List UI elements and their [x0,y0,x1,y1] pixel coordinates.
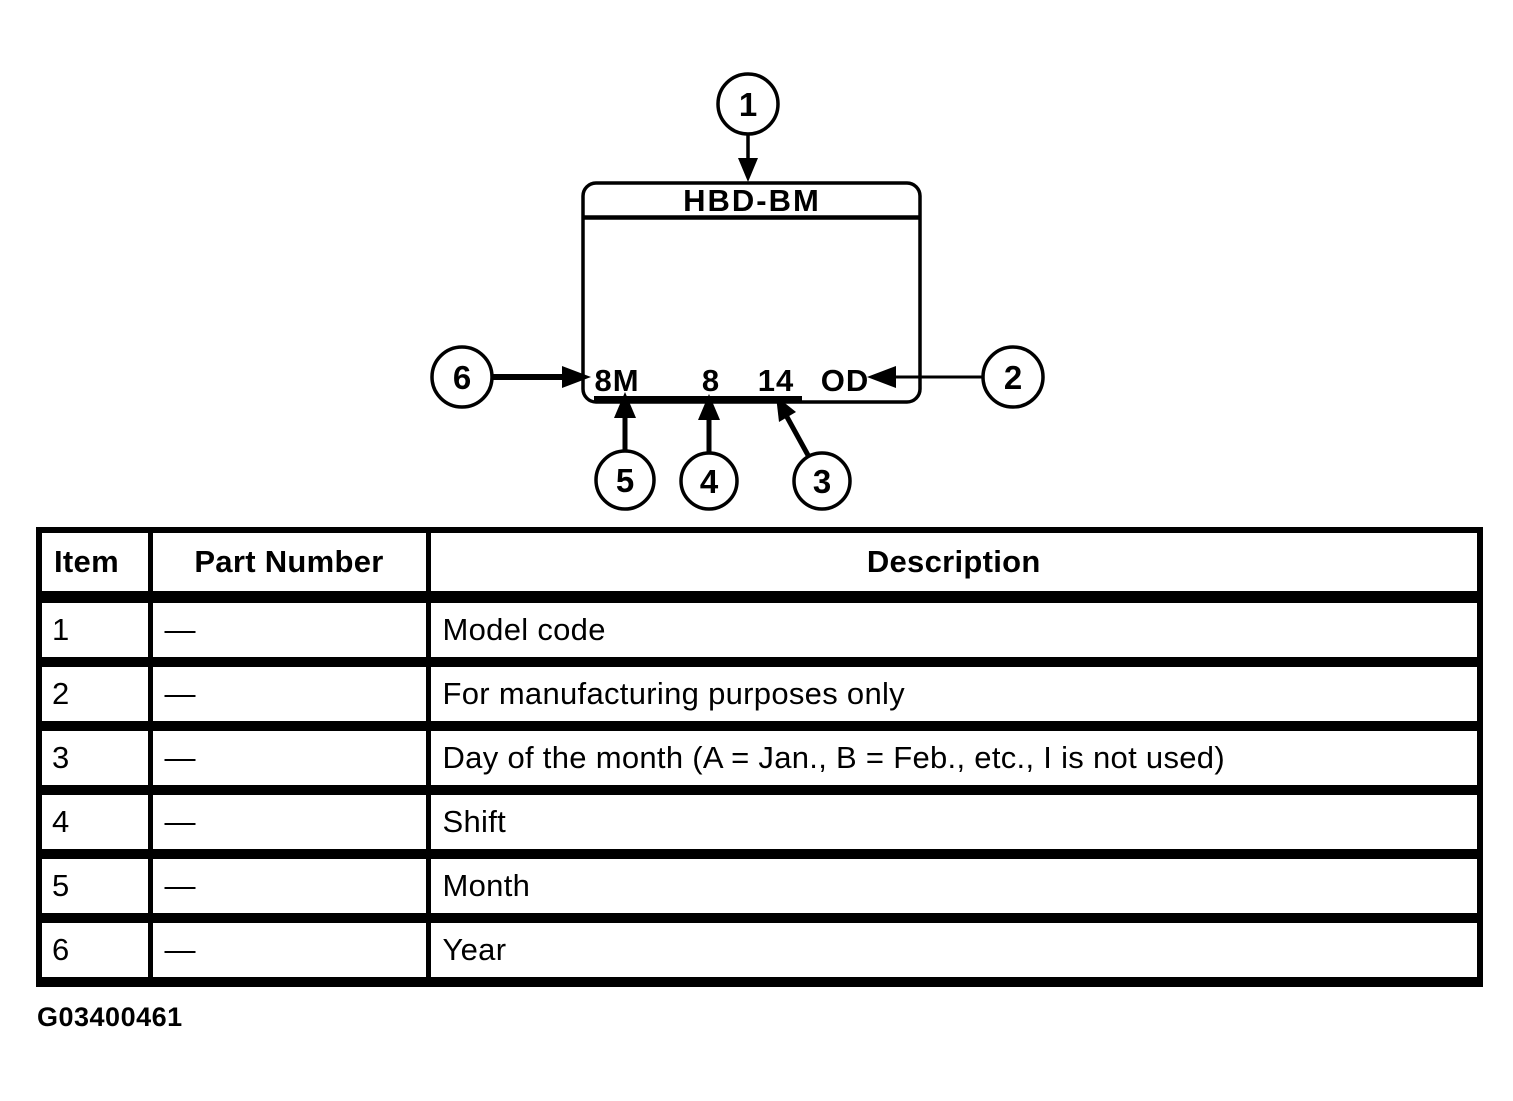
column-header-item: Item [36,527,153,603]
table-header-row: Item Part Number Description [36,527,1483,603]
item-cell: 5 [36,849,153,923]
callout-2-arrow-icon [867,366,896,388]
mfg-code-text: OD [821,363,870,398]
table-row: 4 — Shift [36,785,1483,859]
description-cell: Year [425,913,1483,987]
description-cell: Day of the month (A = Jan., B = Feb., et… [425,721,1483,795]
callout-3-circle [792,451,852,511]
callout-4-number: 4 [700,463,719,500]
year-month-text: 8M [594,363,639,398]
table-row: 2 — For manufacturing purposes only [36,657,1483,731]
legend-table: Item Part Number Description 1 — Model c… [36,527,1483,987]
item-cell: 2 [36,657,153,731]
description-cell: For manufacturing purposes only [425,657,1483,731]
column-header-description: Description [425,527,1483,603]
part-number-cell: — [147,657,431,731]
model-code-text: HBD-BM [683,183,821,218]
item-cell: 3 [36,721,153,795]
callout-6-arrow-icon [562,366,591,388]
day-text: 14 [758,363,794,398]
item-cell: 4 [36,785,153,859]
table-row: 5 — Month [36,849,1483,923]
callout-5-arrow-icon [614,392,636,418]
description-cell: Shift [425,785,1483,859]
description-cell: Model code [425,592,1483,667]
description-cell: Month [425,849,1483,923]
callout-1-number: 1 [739,86,757,123]
part-number-cell: — [147,849,431,923]
part-number-cell: — [147,592,431,667]
table-row: 1 — Model code [36,592,1483,667]
shift-text: 8 [702,363,720,398]
item-cell: 1 [36,592,153,667]
item-cell: 6 [36,913,153,987]
callout-3-line [784,415,812,459]
callout-3-arrow-icon [776,396,796,422]
figure-code: G03400461 [37,1002,183,1032]
callout-1-arrow-icon [738,158,758,182]
callout-2-number: 2 [1004,359,1022,396]
column-header-part-number: Part Number [147,527,431,603]
part-number-cell: — [147,913,431,987]
id-tag-diagram: HBD-BM 8M 8 14 OD 1 6 2 5 4 3 [430,72,1045,511]
table-row: 6 — Year [36,913,1483,987]
part-number-cell: — [147,721,431,795]
callout-6-number: 6 [453,359,471,396]
table-row: 3 — Day of the month (A = Jan., B = Feb.… [36,721,1483,795]
callout-4-arrow-icon [698,394,720,420]
callout-5-number: 5 [616,462,634,499]
callout-3-number: 3 [813,463,831,500]
part-number-cell: — [147,785,431,859]
